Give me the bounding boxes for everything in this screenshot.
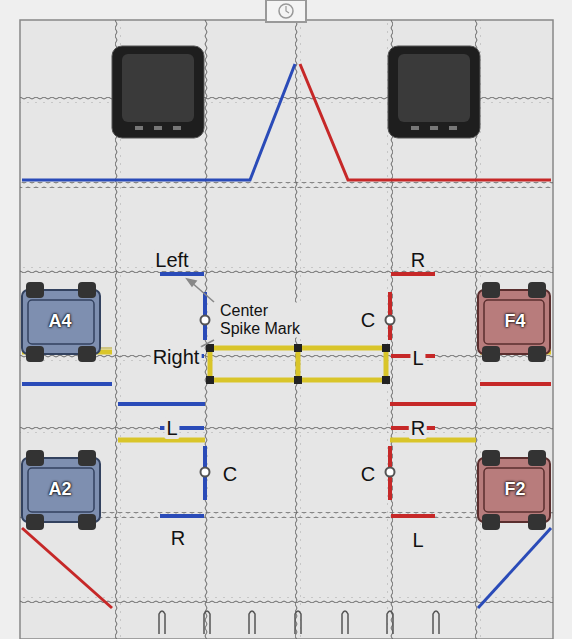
pin [387,611,393,634]
spike-mark-label: Left [153,249,190,271]
spike-mark-label: C [359,309,377,331]
spike-mark-label: R [409,417,427,439]
tile-seam [20,355,553,361]
tile-seam [204,20,210,639]
spike-mark-label: C [359,463,377,485]
pin [204,611,210,634]
tile-seam [20,267,553,273]
tile-seam [20,182,553,188]
robot-icon [22,282,100,362]
robot-position-label: F2 [504,480,525,500]
pin [159,611,165,634]
robot-position-label: F4 [504,312,525,332]
robot-icon [478,450,550,530]
spike-mark-label: Center Spike Mark [218,302,314,337]
robot-icon [478,282,550,362]
spike-mark-label: C [221,463,239,485]
spike-mark-label: R [409,249,427,271]
pin [433,611,439,634]
robot-position-label: A2 [48,480,71,500]
pin [249,611,255,634]
spike-mark-label: L [164,417,179,439]
spike-mark-label: Right [151,346,202,368]
spike-mark-label: L [410,529,425,551]
tile-seam [20,427,553,433]
robot-icon [22,450,100,530]
pin [295,611,301,634]
pin [342,611,348,634]
spike-mark-label: L [410,347,425,369]
spike-mark-label: R [169,527,187,549]
robot-position-label: A4 [48,312,71,332]
